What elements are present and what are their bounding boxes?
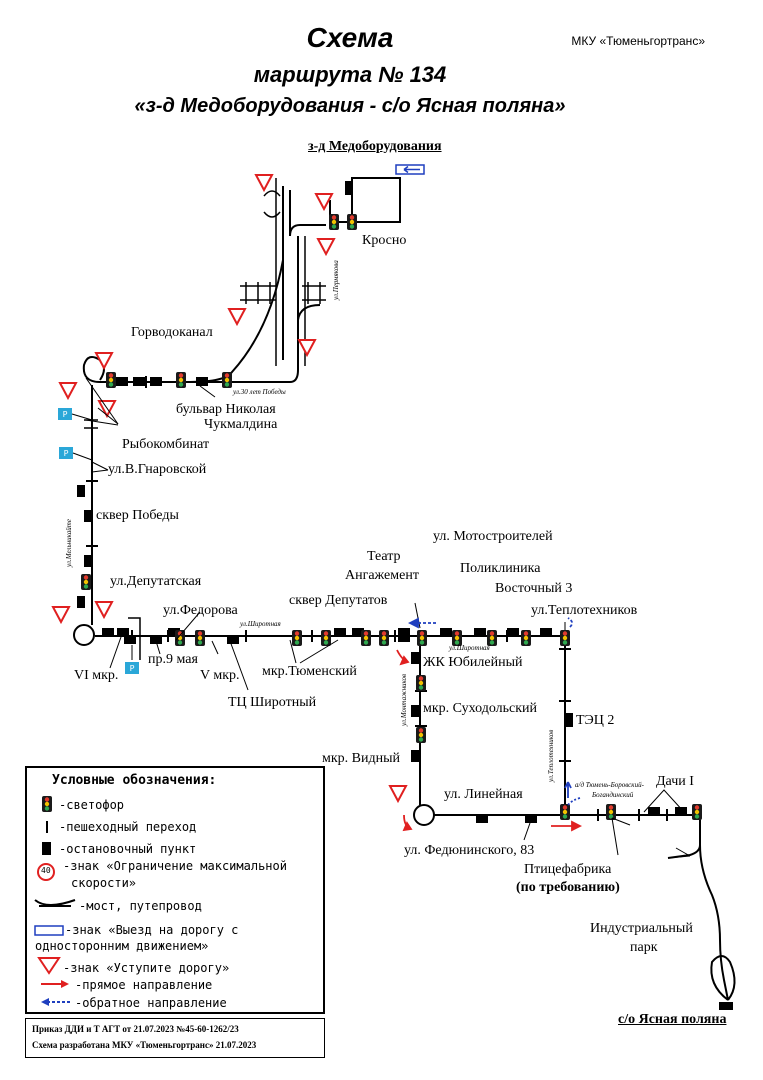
stop-tc-shirotny: ТЦ Широтный [228,695,317,710]
legend-forward: -прямое направление [75,978,213,992]
stop-po-trebovaniyu: (по требованию) [516,880,620,895]
stop-mkr-vidny: мкр. Видный [322,751,401,766]
route-number: маршрута № 134 [253,62,447,87]
street-tyumen-borovsky-1: а/д Тюмень-Боровский- [575,781,644,789]
stop-gorvodokanal: Горводоканал [131,325,213,340]
legend-one-way-1: -знак «Выезд на дорогу с [65,923,239,937]
street-permyakova: ул.Пермякова [332,260,340,300]
stop-industrial-2: парк [630,940,658,955]
stop-teatr-1: Театр [367,549,401,564]
stop-gnarovskoy: ул.В.Гнаровской [108,462,207,477]
footer-order: Приказ ДДИ и Т АГТ от 21.07.2023 №45-60-… [32,1024,239,1034]
stop-pr-9-maya: пр.9 мая [148,652,198,667]
legend-yield: -знак «Уступите дорогу» [63,961,230,975]
legend-bridge: -мост, путепровод [79,899,202,913]
street-melnikaite: ул.Мельникайте [65,519,73,567]
legend: Условные обозначения: 40 -светофор -пеше… [25,766,325,1014]
stop-fedyuninskogo: ул. Федюнинского, 83 [404,843,535,858]
stop-skver-pobedy: сквер Победы [96,508,179,523]
stop-teatr-2: Ангажемент [345,568,419,583]
stop-fedorova: ул.Федорова [163,603,238,618]
stop-lineynaya: ул. Линейная [444,787,523,802]
stop-vostochny-3: Восточный 3 [495,581,573,596]
stop-v-mkr: V мкр. [200,668,240,683]
stop-bulvar-1: бульвар Николая [176,402,276,417]
footer: Приказ ДДИ и Т АГТ от 21.07.2023 №45-60-… [25,1018,325,1058]
stop-poliklinika: Поликлиника [460,561,541,576]
street-montazhnikov: ул.Монтажников [400,673,408,726]
legend-speed-limit-2: скорости» [71,876,137,890]
legend-reverse: -обратное направление [75,996,227,1010]
footer-developed: Схема разработана МКУ «Тюменьгортранс» 2… [32,1040,257,1050]
stop-teplotekhnikov: ул.Теплотехников [531,603,638,618]
stop-industrial-1: Индустриальный [590,921,693,936]
stop-tec-2: ТЭЦ 2 [576,713,615,728]
organization: МКУ «Тюменьгортранс» [571,34,705,48]
stop-zhk-yubileyny: ЖК Юбилейный [423,655,523,670]
stop-bulvar-2: Чукмалдина [204,417,278,432]
legend-one-way-2: односторонним движением» [35,939,209,953]
street-30-let-pobedy: ул.30 лет Победы [233,388,286,396]
stop-dachi-1: Дачи I [656,774,694,789]
stop-vi-mkr: VI мкр. [74,668,119,683]
route-name: «з-д Медоборудования - с/о Ясная поляна» [134,95,566,117]
terminal-end: с/о Ясная поляна [618,1012,727,1027]
page-title: Схема [306,22,394,53]
street-teplotekhnikov: ул.Теплотехников [547,729,555,782]
street-tyumen-borovsky-2: Богандинский [592,791,634,799]
legend-traffic-light: -светофор [59,798,125,812]
legend-symbols [34,796,76,1006]
stop-rybokombinat: Рыбокомбинат [122,437,210,452]
stop-motostroiteley: ул. Мотостроителей [433,529,553,544]
legend-speed-limit-1: -знак «Ограничение максимальной [63,859,287,873]
street-shirotnaya-1: ул.Широтная [240,620,281,628]
legend-crossing: -пешеходный переход [59,820,197,834]
stop-ptitsefabrika: Птицефабрика [524,862,612,877]
legend-stop: -остановочный пункт [59,842,197,856]
stop-krosno: Кросно [362,233,407,248]
terminal-start: з-д Медоборудования [308,139,442,154]
legend-title: Условные обозначения: [52,773,217,788]
stop-deputatskaya: ул.Депутатская [110,574,202,589]
street-shirotnaya-2: ул.Широтная [449,644,490,652]
stop-mkr-tyumensky: мкр.Тюменский [262,664,357,679]
speed-limit-sign: 40 [41,866,51,875]
stop-skver-deputatov: сквер Депутатов [289,593,388,608]
stop-mkr-sukhodolsky: мкр. Суходольский [423,701,538,716]
